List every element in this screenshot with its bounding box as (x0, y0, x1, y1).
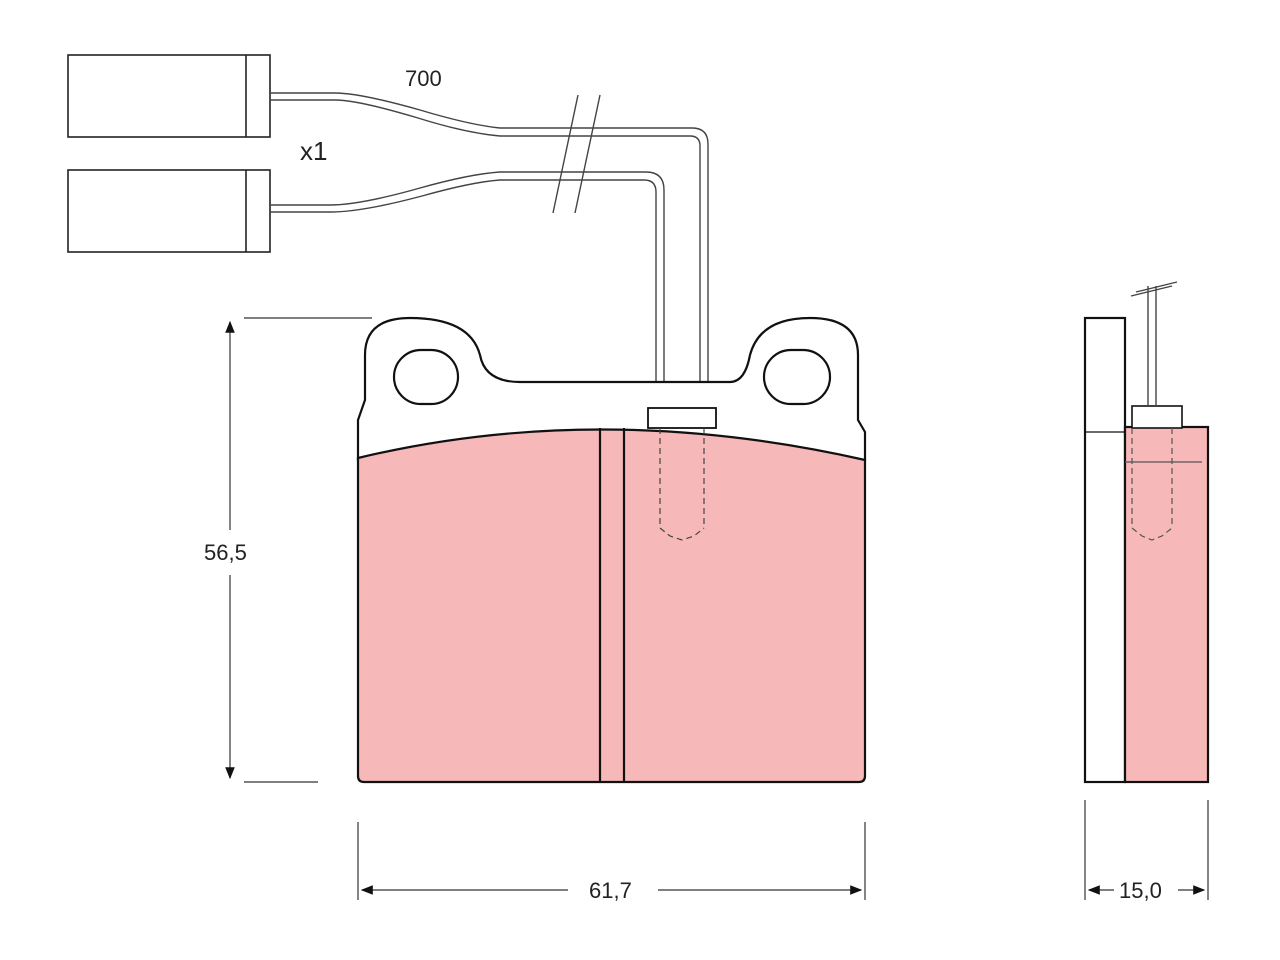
thickness-dimension (1084, 800, 1209, 900)
sensor-plugs (67, 54, 271, 253)
quantity-label: x1 (300, 136, 327, 166)
width-label: 61,7 (589, 878, 632, 903)
thickness-label: 15,0 (1119, 878, 1162, 903)
friction-pad (356, 428, 867, 784)
backing-plate (356, 316, 867, 462)
mounting-hole-left (392, 348, 460, 406)
side-sensor-clip (1131, 405, 1183, 429)
wire-length-label: 700 (405, 66, 442, 91)
side-friction-material (1123, 425, 1210, 784)
side-backing-plate (1083, 316, 1127, 784)
sensor-clip-front (647, 407, 717, 541)
wire-break-marks (552, 94, 601, 214)
side-view (1083, 281, 1210, 784)
sensor-wires (270, 92, 709, 410)
sensor-plug-bottom (67, 169, 271, 253)
height-dimension (225, 317, 372, 783)
mounting-hole-right (762, 348, 832, 406)
width-dimension (357, 822, 866, 900)
sensor-plug-top (67, 54, 271, 138)
height-label: 56,5 (204, 540, 247, 565)
